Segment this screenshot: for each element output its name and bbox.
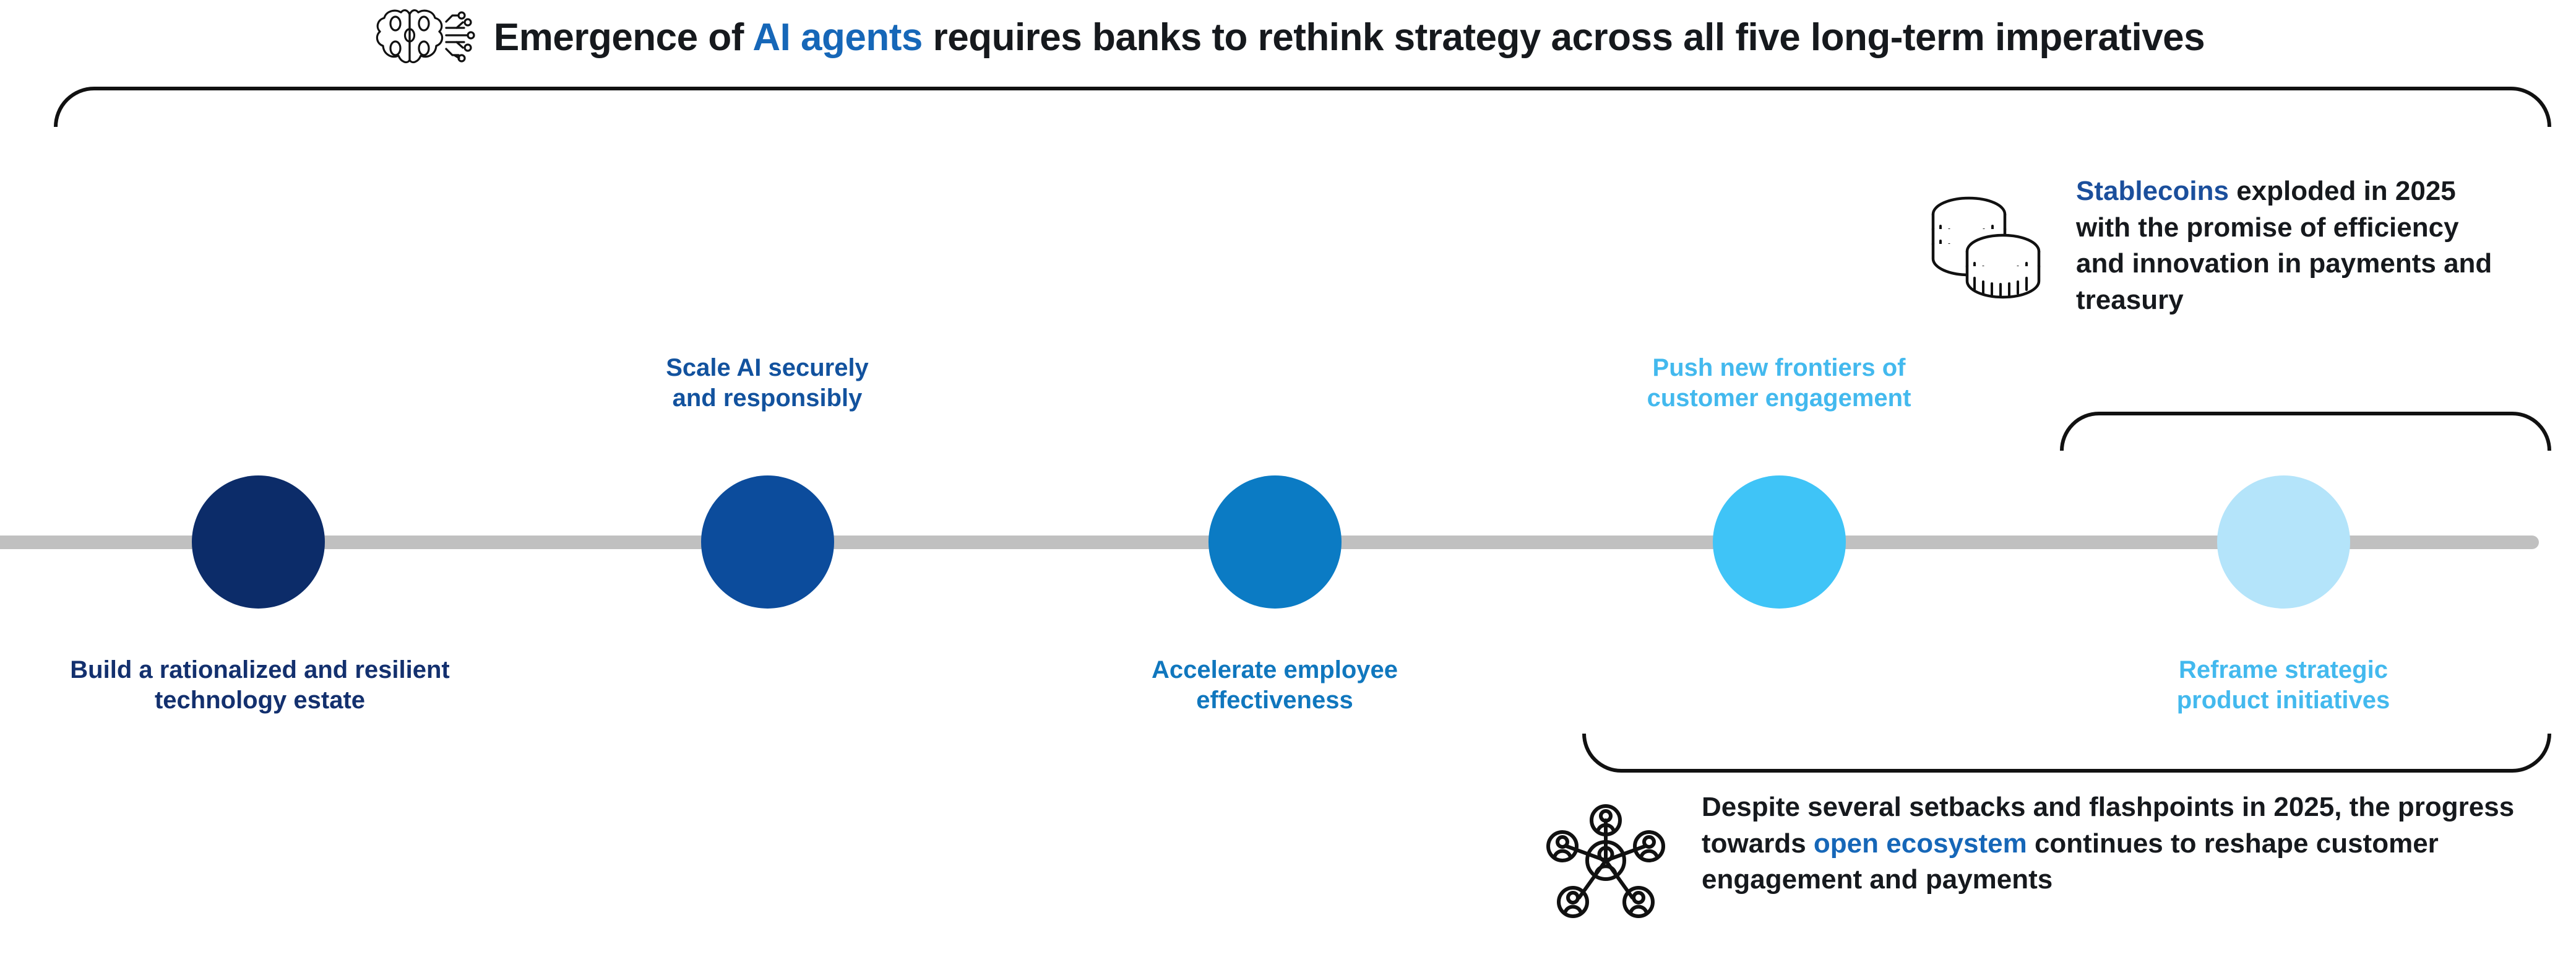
timeline-node-5-label: Reframe strategic product initiatives xyxy=(2067,655,2500,716)
timeline-node-3-label-line1: Accelerate employee xyxy=(1151,656,1398,683)
timeline-node-1-label-line1: Build a rationalized and resilient xyxy=(70,656,450,683)
timeline-node-2-label-line1: Scale AI securely xyxy=(666,354,869,381)
timeline-node-4-label-line1: Push new frontiers of xyxy=(1652,354,1906,381)
timeline-node-4-label-line2: customer engagement xyxy=(1647,384,1911,412)
stablecoins-callout: Stablecoins exploded in 2025 with the pr… xyxy=(1924,173,2568,318)
timeline-node-1-label: Build a rationalized and resilient techn… xyxy=(12,655,507,716)
timeline-node-2-circle[interactable] xyxy=(701,475,834,609)
timeline-node-5-circle[interactable] xyxy=(2217,475,2350,609)
ecosystem-callout: Despite several setbacks and flashpoints… xyxy=(1535,789,2562,926)
brain-ai-chip-icon xyxy=(371,3,476,71)
header: Emergence of AI agents requires banks to… xyxy=(0,0,2576,74)
timeline-node-4-circle[interactable] xyxy=(1713,475,1846,609)
timeline-node-2-label: Scale AI securely and responsibly xyxy=(551,353,984,414)
timeline-node-3-circle[interactable] xyxy=(1208,475,1342,609)
stablecoins-bracket xyxy=(2060,412,2551,451)
stablecoins-callout-text: Stablecoins exploded in 2025 with the pr… xyxy=(2076,176,2492,315)
timeline-node-1-circle[interactable] xyxy=(192,475,325,609)
timeline-node-5-label-line1: Reframe strategic xyxy=(2179,656,2388,683)
timeline-node-3-label-line2: effectiveness xyxy=(1196,686,1353,714)
page-title: Emergence of AI agents requires banks to… xyxy=(493,15,2205,59)
network-people-icon xyxy=(1535,796,1677,926)
main-bracket xyxy=(54,87,2551,128)
stacked-coins-icon xyxy=(1924,191,2057,308)
timeline-node-5-label-line2: product initiatives xyxy=(2176,686,2390,714)
timeline-node-4-label: Push new frontiers of customer engagemen… xyxy=(1562,353,1996,414)
timeline-node-1-label-line2: technology estate xyxy=(154,686,366,714)
ecosystem-bracket xyxy=(1582,733,2551,773)
ecosystem-callout-text: Despite several setbacks and flashpoints… xyxy=(1702,792,2515,895)
timeline-node-3-label: Accelerate employee effectiveness xyxy=(1058,655,1491,716)
timeline-node-2-label-line2: and responsibly xyxy=(672,384,863,412)
